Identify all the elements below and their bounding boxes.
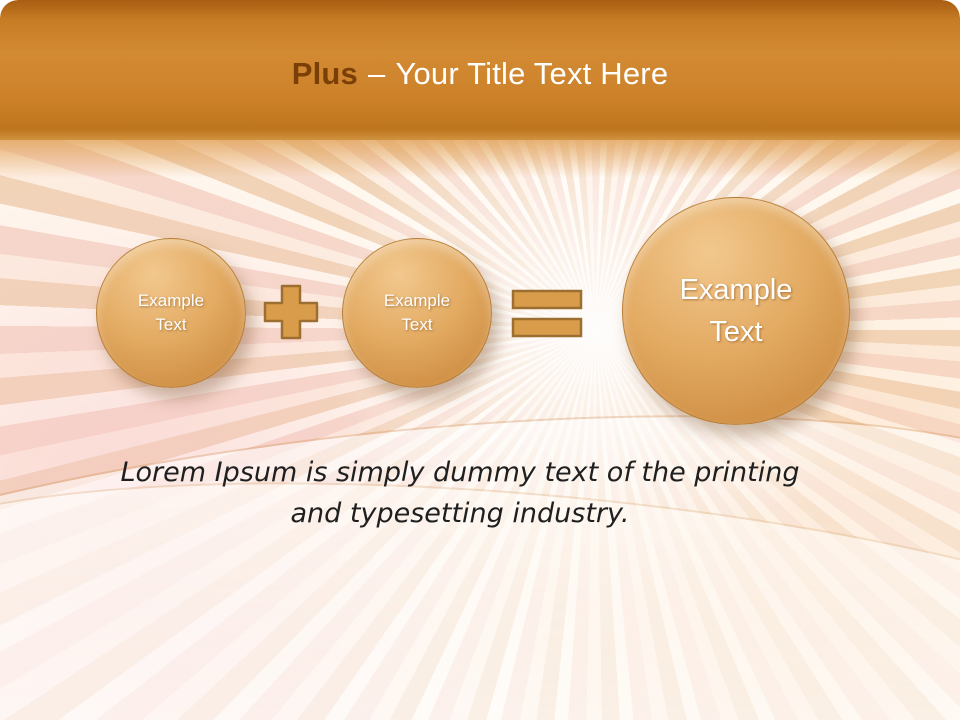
caption-text[interactable]: Lorem Ipsum is simply dummy text of the … [0, 452, 920, 534]
caption-line-1: Lorem Ipsum is simply dummy text of the … [120, 457, 800, 488]
circle-text-line: Example [137, 291, 205, 310]
title-emphasis: Plus [291, 56, 358, 91]
circle-text-line: Example [383, 291, 451, 310]
circle-text-line: Text [709, 316, 763, 348]
equals-icon[interactable] [511, 288, 583, 345]
example-circle-result[interactable]: Example Text [622, 197, 850, 425]
slide-title[interactable]: Plus–Your Title Text Here [0, 56, 960, 92]
circle-text-line: Text [155, 315, 187, 334]
circle-text-line: Text [401, 315, 433, 334]
caption-line-2: and typesetting industry. [290, 498, 630, 529]
header-band: Plus–Your Title Text Here [0, 0, 960, 140]
header-shadow-band [0, 138, 960, 178]
background-fade-overlay [0, 138, 960, 720]
example-circle-left[interactable]: Example Text [96, 238, 246, 388]
plus-icon[interactable] [261, 282, 321, 347]
title-separator: – [368, 56, 386, 91]
example-circle-middle[interactable]: Example Text [342, 238, 492, 388]
circle-text-line: Example [679, 274, 793, 306]
title-text: Your Title Text Here [395, 56, 669, 91]
